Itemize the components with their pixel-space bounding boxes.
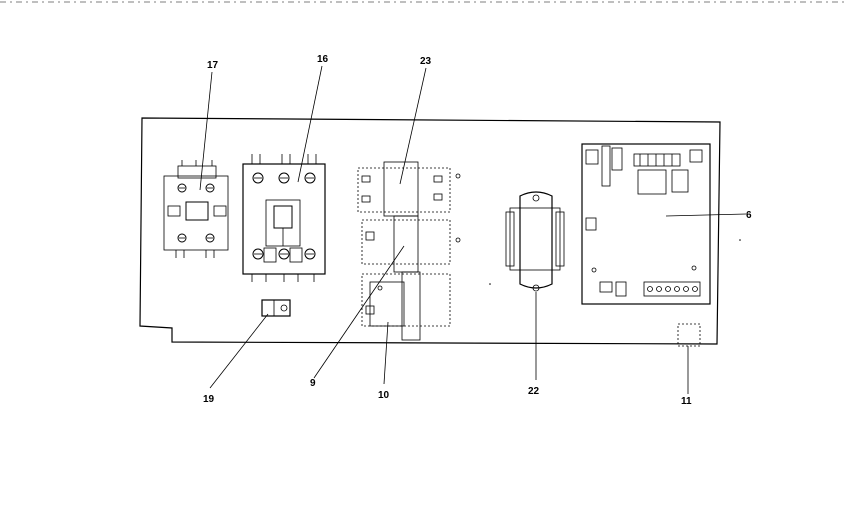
leader-lines [199, 65, 747, 394]
relay-9 [361, 215, 461, 273]
block-11 [677, 323, 701, 347]
mounting-panel [139, 117, 721, 345]
relay-23 [357, 161, 461, 217]
contactor-16 [242, 154, 326, 282]
transformer-22 [505, 191, 565, 292]
callout-6: 6 [746, 210, 752, 221]
stray-dot [489, 283, 491, 285]
relay-10 [361, 271, 451, 341]
callout-11: 11 [681, 396, 692, 407]
callout-23: 23 [420, 56, 432, 67]
callout-17: 17 [207, 60, 219, 71]
callout-9: 9 [310, 378, 316, 389]
callout-10: 10 [378, 390, 390, 401]
callout-22: 22 [528, 386, 540, 397]
contactor-17 [163, 160, 229, 258]
ground-lug-19 [261, 299, 291, 317]
callout-16: 16 [317, 54, 329, 65]
stray-dot [739, 239, 741, 241]
control-board-6 [581, 143, 711, 305]
callout-19: 19 [203, 394, 215, 405]
